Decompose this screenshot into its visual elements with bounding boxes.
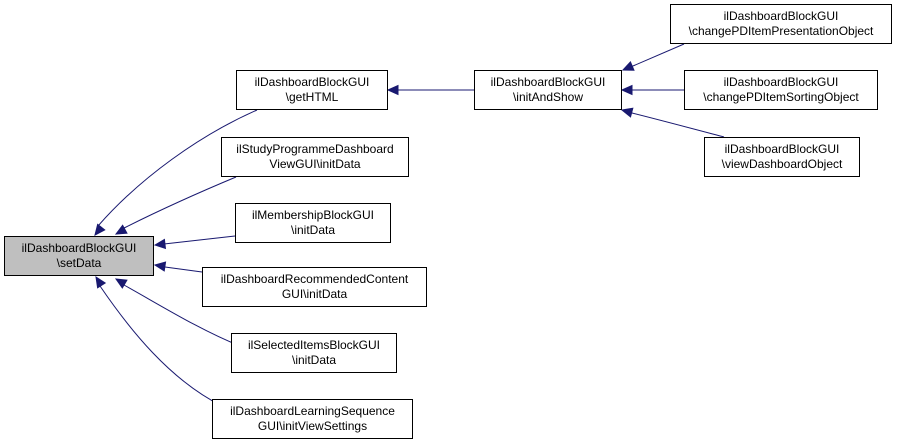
edge-viewDashboard-to-initAndShow [631,112,725,138]
node-change-presentation-line1: ilDashboardBlockGUI [723,9,839,23]
edge-getHTML-to-setData [97,109,258,227]
node-learning-sequence-line1: ilDashboardLearningSequence [230,404,395,418]
edge-changePresentation-to-initAndShow [632,43,685,67]
node-learning-sequence-line2: GUI\initViewSettings [257,419,368,433]
node-membership-initdata[interactable]: ilMembershipBlockGUI \initData [235,203,391,243]
node-setdata-line2: \setData [56,256,102,270]
node-initandshow[interactable]: ilDashboardBlockGUI \initAndShow [474,70,622,110]
node-gethtml-line2: \getHTML [285,90,339,104]
node-gethtml[interactable]: ilDashboardBlockGUI \getHTML [236,70,388,110]
edge-tail-studyInitData-to-setData [123,227,126,230]
node-selected-items-line2: \initData [291,353,337,367]
node-study-programme-line2: ViewGUI\initData [269,157,361,171]
edge-membershipInitData-to-setData [163,235,236,245]
edge-selectedInitData-to-setData [123,284,241,347]
node-view-dashboard[interactable]: ilDashboardBlockGUI \viewDashboardObject [704,137,860,177]
arrowhead-membershipInitData-to-setData [153,238,167,250]
node-initandshow-line2: \initAndShow [512,90,584,104]
node-gethtml-line1: ilDashboardBlockGUI [254,75,370,89]
node-change-sorting-line1: ilDashboardBlockGUI [723,75,839,89]
node-change-presentation[interactable]: ilDashboardBlockGUI \changePDItemPresent… [670,4,892,44]
arrowhead-initAndShow-to-getHTML [386,84,399,96]
arrowhead-selectedInitData-to-setData [114,278,128,289]
node-view-dashboard-line2: \viewDashboardObject [721,157,843,171]
node-selected-items-initdata[interactable]: ilSelectedItemsBlockGUI \initData [231,333,397,373]
node-recommended-line2: GUI\initData [281,287,348,301]
node-membership-line2: \initData [290,223,336,237]
node-recommended-content-initdata[interactable]: ilDashboardRecommendedContent GUI\initDa… [202,267,427,307]
edge-tail-selectedInitData-to-setData [123,283,126,286]
node-selected-items-line1: ilSelectedItemsBlockGUI [247,338,381,352]
node-setdata: ilDashboardBlockGUI \setData [4,236,154,276]
node-change-sorting-line2: \changePDItemSortingObject [703,90,859,104]
node-view-dashboard-line1: ilDashboardBlockGUI [724,142,840,156]
arrowhead-studyInitData-to-setData [114,224,128,235]
edge-tail-learningInitView-to-setData [99,284,102,287]
node-setdata-line1: ilDashboardBlockGUI [21,241,137,255]
edge-learningInitView-to-setData [99,285,223,407]
node-change-sorting[interactable]: ilDashboardBlockGUI \changePDItemSorting… [684,70,878,110]
edge-studyInitData-to-setData [123,176,237,229]
node-recommended-line1: ilDashboardRecommendedContent [220,272,409,286]
arrowhead-learningInitView-to-setData [95,275,107,289]
node-membership-line1: ilMembershipBlockGUI [251,208,375,222]
edge-recommendedInitData-to-setData [164,266,203,273]
arrowhead-getHTML-to-setData [94,223,106,236]
node-learning-sequence-initviewsettings[interactable]: ilDashboardLearningSequence GUI\initView… [212,399,413,439]
arrowhead-changeSorting-to-initAndShow [620,84,633,96]
node-study-programme-line1: ilStudyProgrammeDashboard [236,142,394,156]
edge-tail-getHTML-to-setData [97,225,102,228]
node-change-presentation-line2: \changePDItemPresentationObject [688,24,874,38]
node-study-programme-initdata[interactable]: ilStudyProgrammeDashboard ViewGUI\initDa… [221,137,409,177]
arrowhead-viewDashboard-to-initAndShow [620,107,634,118]
arrowhead-recommendedInitData-to-setData [153,261,167,272]
node-initandshow-line1: ilDashboardBlockGUI [490,75,606,89]
